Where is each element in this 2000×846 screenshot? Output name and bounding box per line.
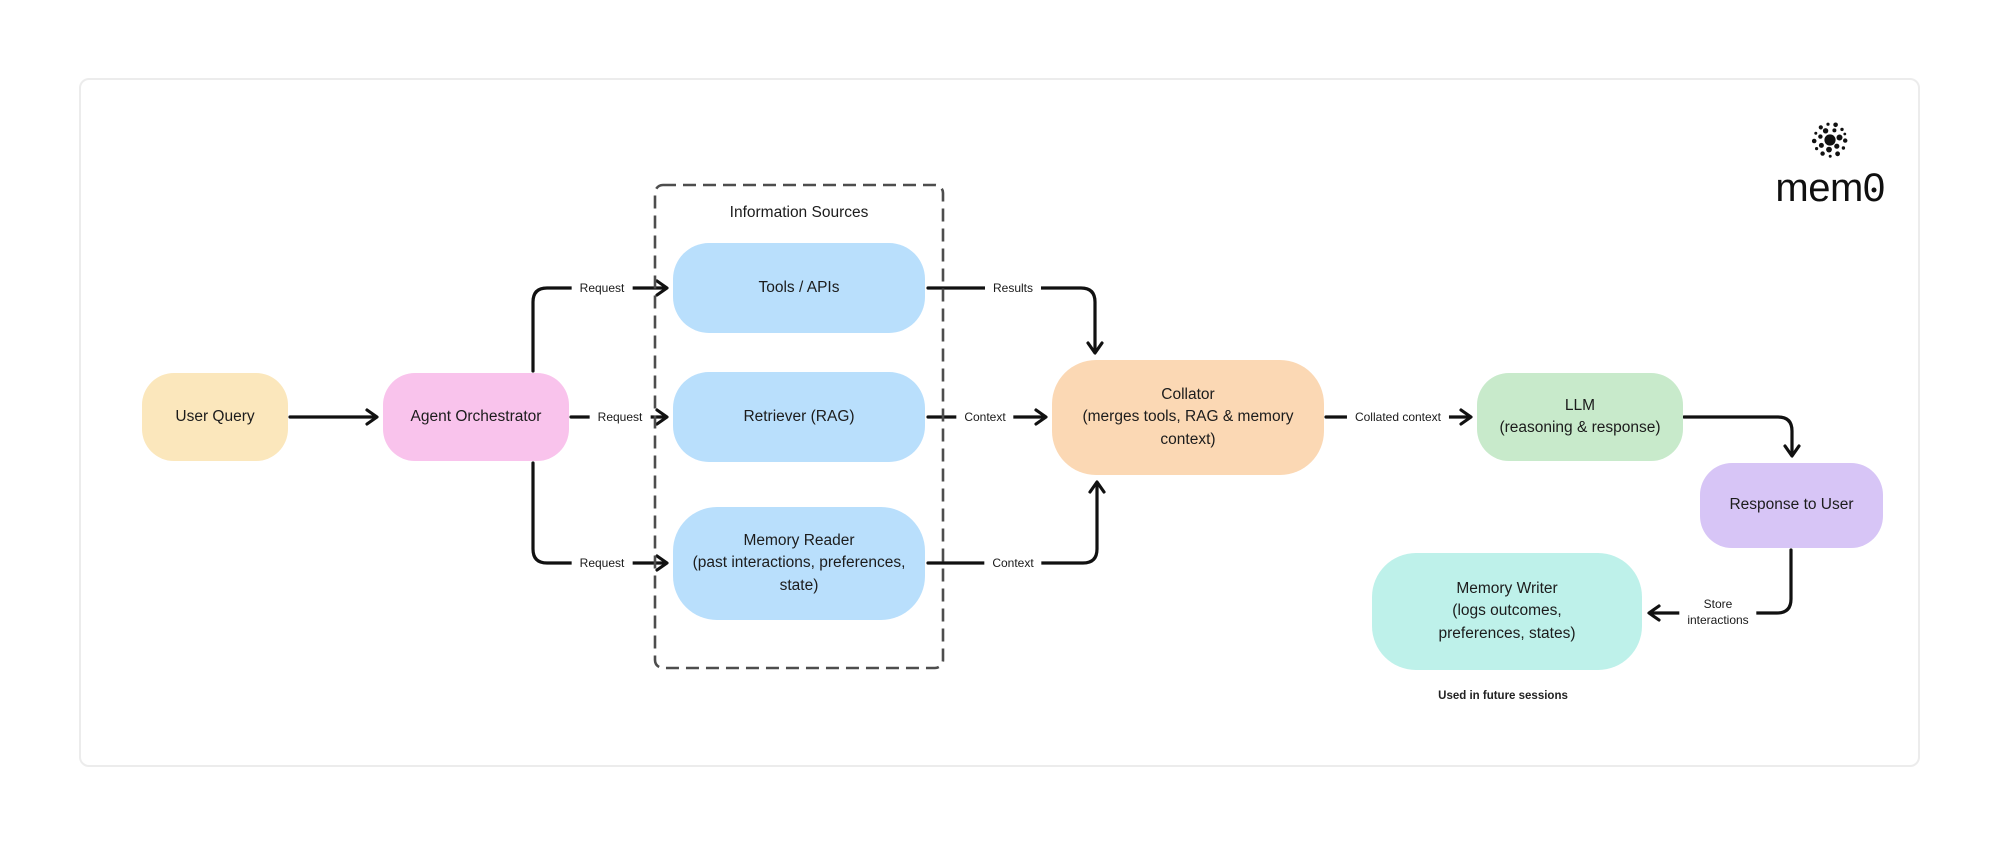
future-sessions-note: Used in future sessions xyxy=(1438,690,1568,702)
mem0-logo: mem0 xyxy=(1770,118,1890,210)
edge-orchestrator-to-memory-reader xyxy=(531,461,669,572)
edge-label-request-memory: Request xyxy=(571,553,633,573)
node-collator: Collator (merges tools, RAG & memory con… xyxy=(1052,360,1324,475)
edge-label-results: Results xyxy=(984,278,1042,298)
edge-tools-to-collator xyxy=(926,286,1104,355)
edge-label-context-retriever: Context xyxy=(956,407,1014,427)
edge-llm-to-response xyxy=(1682,415,1801,458)
edge-label-context-memory: Context xyxy=(984,553,1042,573)
node-user-query: User Query xyxy=(142,373,288,461)
node-response-to-user: Response to User xyxy=(1700,463,1883,548)
edge-label-store-interactions: Store interactions xyxy=(1679,594,1757,630)
node-agent-orchestrator: Agent Orchestrator xyxy=(383,373,569,461)
edge-label-request-tools: Request xyxy=(571,278,633,298)
edge-orchestrator-to-tools xyxy=(531,279,669,373)
edge-label-request-retriever: Request xyxy=(589,407,651,427)
edge-label-collated-context: Collated context xyxy=(1346,407,1450,427)
node-llm: LLM (reasoning & response) xyxy=(1477,373,1683,461)
mem0-wordmark-zero: 0 xyxy=(1862,166,1885,210)
mem0-wordmark-prefix: mem xyxy=(1775,166,1863,210)
edge-response-to-memory-writer xyxy=(1647,548,1793,622)
mem0-dot-burst-icon xyxy=(1811,122,1848,158)
node-retriever-rag: Retriever (RAG) xyxy=(673,372,925,462)
edge-memory-reader-to-collator xyxy=(926,480,1106,565)
node-memory-writer: Memory Writer (logs outcomes, preference… xyxy=(1372,553,1642,670)
information-sources-dashed-box xyxy=(653,183,945,670)
node-tools-apis: Tools / APIs xyxy=(673,243,925,333)
mem0-wordmark: mem0 xyxy=(1770,166,1890,210)
information-sources-title: Information Sources xyxy=(729,204,869,221)
node-memory-reader: Memory Reader (past interactions, prefer… xyxy=(673,507,925,620)
